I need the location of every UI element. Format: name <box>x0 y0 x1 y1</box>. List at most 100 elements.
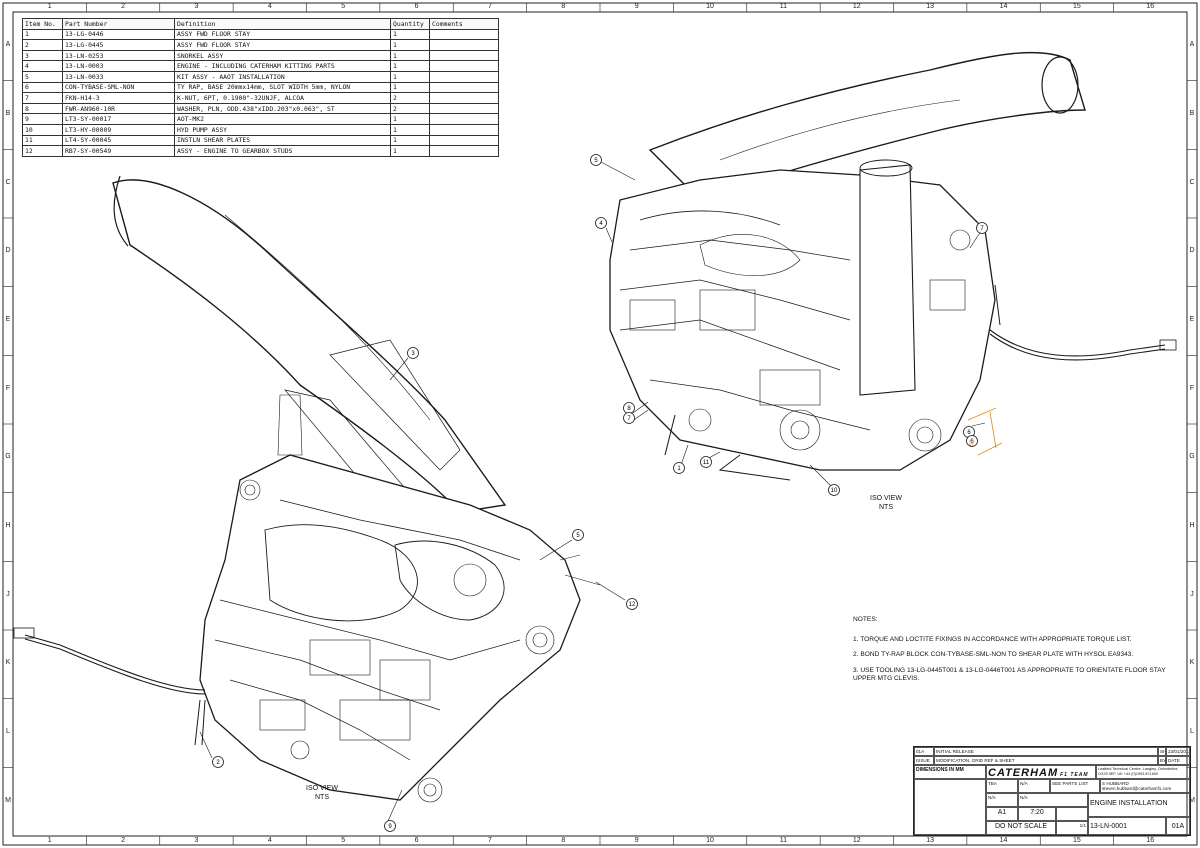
grid-row-label: G <box>1189 453 1195 461</box>
scale: 7:20 <box>1018 807 1056 821</box>
cell-item-no: 10 <box>22 123 63 136</box>
cell-quantity: 1 <box>390 145 430 157</box>
balloon-label: 5 <box>594 158 598 164</box>
grid-column-label: 3 <box>194 3 199 10</box>
cell-part-number: FKN-H14-3 <box>62 92 175 104</box>
grid-column-label: 15 <box>1073 837 1081 844</box>
cell-definition: AOT-MK2 <box>174 113 391 125</box>
grid-column-label: 7 <box>487 837 492 844</box>
grid-row-label: A <box>5 41 11 49</box>
parts-list-header: Item No. Part Number Definition Quantity… <box>22 18 499 30</box>
item-balloon: 12 <box>626 598 638 610</box>
cell-comments <box>429 49 499 62</box>
cell-item-no: 5 <box>22 70 63 83</box>
grid-column-label: 4 <box>267 837 272 844</box>
title-block: 01A INITIAL RELEASE SH 23/01/2013 ISSUE … <box>913 746 1191 836</box>
balloon-label: 5 <box>576 533 580 539</box>
rev-issue: 01A <box>914 747 934 756</box>
item-balloon: 5 <box>572 529 584 541</box>
cell-definition: ASSY FWD FLOOR STAY <box>174 39 391 51</box>
cell-part-number: 13-LG-0446 <box>62 28 175 41</box>
left-view-title: ISO VIEW <box>306 785 338 792</box>
address: Leafield Technical Centre, Langley, Oxfo… <box>1098 766 1179 776</box>
cell-comments <box>429 28 499 41</box>
cell-definition: INSTLN SHEAR PLATES <box>174 134 391 147</box>
cell-item-no: 2 <box>22 39 63 51</box>
designer-cell: S HUBBARD steven.hubbard@caterhamf1.com <box>1100 779 1190 793</box>
cell-item-no: 1 <box>22 28 63 41</box>
cell-comments <box>429 123 499 136</box>
drawing-title: ENGINE INSTALLATION <box>1088 793 1190 817</box>
grid-row-label: G <box>5 453 11 461</box>
rev-header-issue: ISSUE <box>914 756 934 765</box>
balloon-label: 1 <box>677 466 681 472</box>
cell-item-no: 7 <box>22 92 63 104</box>
grid-row-label: H <box>5 522 11 529</box>
rev-header-date: DATE <box>1166 756 1190 765</box>
cell-part-number: LT3-SY-00017 <box>62 113 175 125</box>
caterham-logo-sub: F1 TEAM <box>1060 771 1089 778</box>
cell-quantity: 2 <box>390 92 430 104</box>
grid-column-label: 9 <box>634 837 639 844</box>
grid-row-label: F <box>5 384 11 392</box>
grid-column-label: 4 <box>267 3 272 10</box>
rev-header-by: BY <box>1158 756 1166 765</box>
item-balloon: 2 <box>212 756 224 768</box>
item-balloon: 1 <box>673 462 685 474</box>
cell-part-number: FWR-AN960-10R <box>62 102 175 115</box>
cell-part-number: 13-LN-0003 <box>62 60 175 72</box>
designer-email: steven.hubbard@caterhamf1.com <box>1102 785 1172 791</box>
dimension-55 <box>967 407 1003 456</box>
cell-quantity: 1 <box>390 123 430 136</box>
cell-comments <box>429 81 499 94</box>
hyd-hose-left <box>24 634 206 691</box>
grid-row-label: L <box>6 728 10 735</box>
snorkel-left <box>112 179 507 513</box>
cell-item-no: 3 <box>22 49 63 62</box>
grid-column-label: 14 <box>999 837 1008 844</box>
cell-comments <box>429 145 499 157</box>
item-balloon: 7 <box>976 222 988 234</box>
grid-row-label: K <box>5 659 11 667</box>
cell-item-no: 9 <box>22 113 63 125</box>
grid-column-label: 9 <box>634 3 639 10</box>
balloon-label: 9 <box>388 824 392 830</box>
grid-row-label: J <box>1190 590 1194 598</box>
grid-column-label: 16 <box>1146 837 1155 844</box>
item-balloon: 8 <box>623 402 635 414</box>
cell-definition: ENGINE - INCLUDING CATERHAM KITTING PART… <box>174 60 391 72</box>
cell-item-no: 11 <box>22 134 63 147</box>
engine-left <box>199 454 581 801</box>
cell-comments <box>429 134 499 147</box>
cell-definition: ASSY FWD FLOOR STAY <box>174 28 391 41</box>
grid-row-label: A <box>1189 41 1195 49</box>
grid-column-label: 14 <box>999 3 1008 10</box>
tolerances-block <box>914 779 986 835</box>
grid-row-label: M <box>1189 796 1195 804</box>
cell-definition: WASHER, PLN, ODD.438"xIDD.203"x0.063", S… <box>174 102 391 115</box>
grid-row-label: J <box>6 590 10 598</box>
grid-column-label: 2 <box>121 3 126 10</box>
drawing-issue: 01A <box>1166 817 1190 835</box>
cell-part-number: 13-LN-0253 <box>62 49 175 62</box>
item-balloon: 10 <box>828 484 840 496</box>
grid-column-label: 5 <box>341 837 346 844</box>
grid-column-label: 15 <box>1073 3 1081 10</box>
rev-date: 23/01/2013 <box>1166 747 1190 756</box>
grid-column-label: 10 <box>706 837 714 844</box>
grid-column-label: 2 <box>121 837 126 844</box>
grid-column-label: 7 <box>487 3 492 10</box>
logo-cell: CATERHAM F1 TEAM <box>986 765 1096 779</box>
cell-comments <box>429 102 499 115</box>
header-comments: Comments <box>429 18 499 30</box>
right-iso-view <box>609 51 1177 481</box>
approval-cell <box>1056 807 1088 821</box>
cell-part-number: LT4-SY-00045 <box>62 134 175 147</box>
cell-definition: TY RAP, BASE 20mmx14mm, SLOT WIDTH 5mm, … <box>174 81 391 94</box>
item-balloon: 6 <box>966 435 978 447</box>
